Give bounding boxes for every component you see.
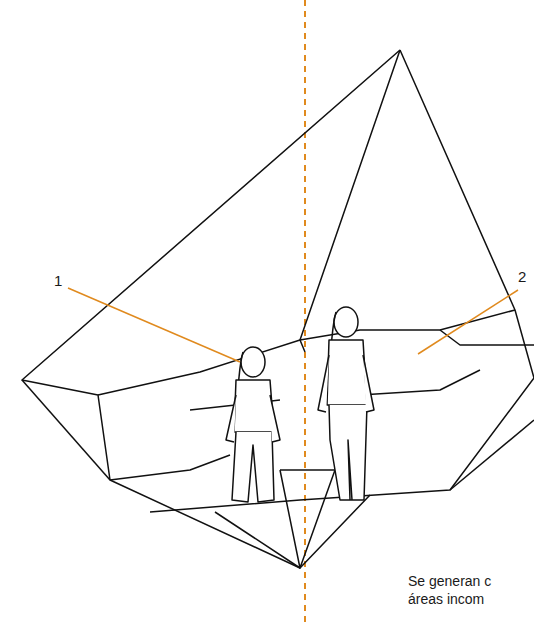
callout-number: 2 — [518, 268, 526, 286]
symmetry-axis — [304, 0, 306, 625]
leader-line — [68, 288, 518, 362]
seated-person — [226, 347, 280, 502]
note-text: Se generan c áreas incom — [408, 572, 508, 608]
seated-person — [318, 307, 374, 500]
callout-number: 1 — [54, 272, 62, 290]
pyramid-structure — [22, 50, 534, 568]
